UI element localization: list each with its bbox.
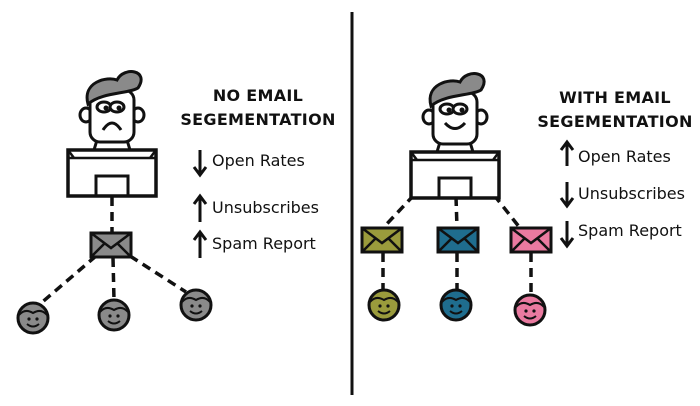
left-metric-open-rates: Open Rates [212,151,305,170]
subscriber-face-icon [16,301,50,335]
arrow-head [192,193,208,205]
envelope-flap [510,227,552,253]
arrow-head [559,197,575,209]
person-pupil [446,107,452,113]
arrow-head [192,229,208,241]
person-pupil [459,107,465,113]
face-hairline [181,296,211,303]
arrow-up-icon [192,229,208,258]
subscriber-face-icon [179,288,213,322]
face-circle [439,288,473,322]
left-panel: NO EMAIL SEGEMENTATION Open Rates Unsubs… [16,70,335,335]
monitor-screen [437,176,473,198]
envelope-flap [437,227,479,253]
smile-mouth [443,121,467,130]
face-eye [27,317,31,321]
right-metric-spam-report: Spam Report [578,221,682,240]
arrow-down-icon [559,182,575,209]
arrow-down-icon [559,221,575,249]
right-title-line1: WITH EMAIL [559,88,671,107]
face-eye [450,304,454,308]
person-pupil [103,105,109,111]
arrow-head [559,139,575,151]
dashed-connector [492,193,522,230]
envelope-flap [90,232,132,258]
subscriber-face-icon [367,288,401,322]
frown-mouth [101,121,123,131]
monitor-edge [67,149,157,160]
computer-monitor [409,150,501,200]
face-hairline [515,301,545,308]
arrow-down-icon [192,150,208,178]
right-panel: WITH EMAIL SEGEMENTATION Open Rates Unsu… [360,72,692,327]
left-title-line1: NO EMAIL [213,86,303,105]
face-hairline [18,309,48,316]
right-metric-open-rates: Open Rates [578,147,671,166]
face-circle [97,298,131,332]
arrow-head [192,166,208,178]
face-smile [449,310,463,315]
face-circle [367,288,401,322]
person-pupil [116,105,122,111]
dashed-connector [129,254,187,294]
face-smile [377,310,391,315]
face-eye [532,309,536,313]
face-eye [386,304,390,308]
dashed-connector [38,254,98,306]
hat-icon [428,72,486,109]
envelope-icon [89,231,133,259]
face-circle [513,293,547,327]
face-smile [523,315,537,320]
face-circle [179,288,213,322]
computer-monitor [66,148,158,198]
face-hairline [99,306,129,313]
dashed-connector [381,193,416,230]
monitor-screen [94,174,130,196]
left-metric-spam-report: Spam Report [212,234,316,253]
subscriber-face-icon [97,298,131,332]
face-eye [108,314,112,318]
arrow-up-icon [192,193,208,222]
subscriber-face-icon [439,288,473,322]
right-title-line2: SEGEMENTATION [537,112,692,131]
arrow-head [559,237,575,249]
face-eye [524,309,528,313]
face-hairline [369,296,399,303]
envelope-flap [361,227,403,253]
envelope-icon [509,226,553,254]
dashed-connector [454,196,459,229]
left-metric-unsubscribes: Unsubscribes [212,198,319,217]
right-metric-unsubscribes: Unsubscribes [578,184,685,203]
envelope-icon [360,226,404,254]
envelope-icon [436,226,480,254]
face-eye [116,314,120,318]
face-smile [189,310,203,315]
face-hairline [441,296,471,303]
face-eye [198,304,202,308]
person-at-computer [66,70,158,198]
face-eye [458,304,462,308]
arrow-up-icon [559,139,575,166]
face-eye [35,317,39,321]
hat-icon [85,70,143,107]
face-smile [26,323,40,328]
face-eye [190,304,194,308]
person-at-computer [409,72,501,200]
face-smile [107,320,121,325]
dashed-connector [111,257,116,301]
left-title-line2: SEGEMENTATION [180,110,335,129]
face-eye [378,304,382,308]
monitor-edge [410,151,500,162]
face-circle [16,301,50,335]
subscriber-face-icon [513,293,547,327]
